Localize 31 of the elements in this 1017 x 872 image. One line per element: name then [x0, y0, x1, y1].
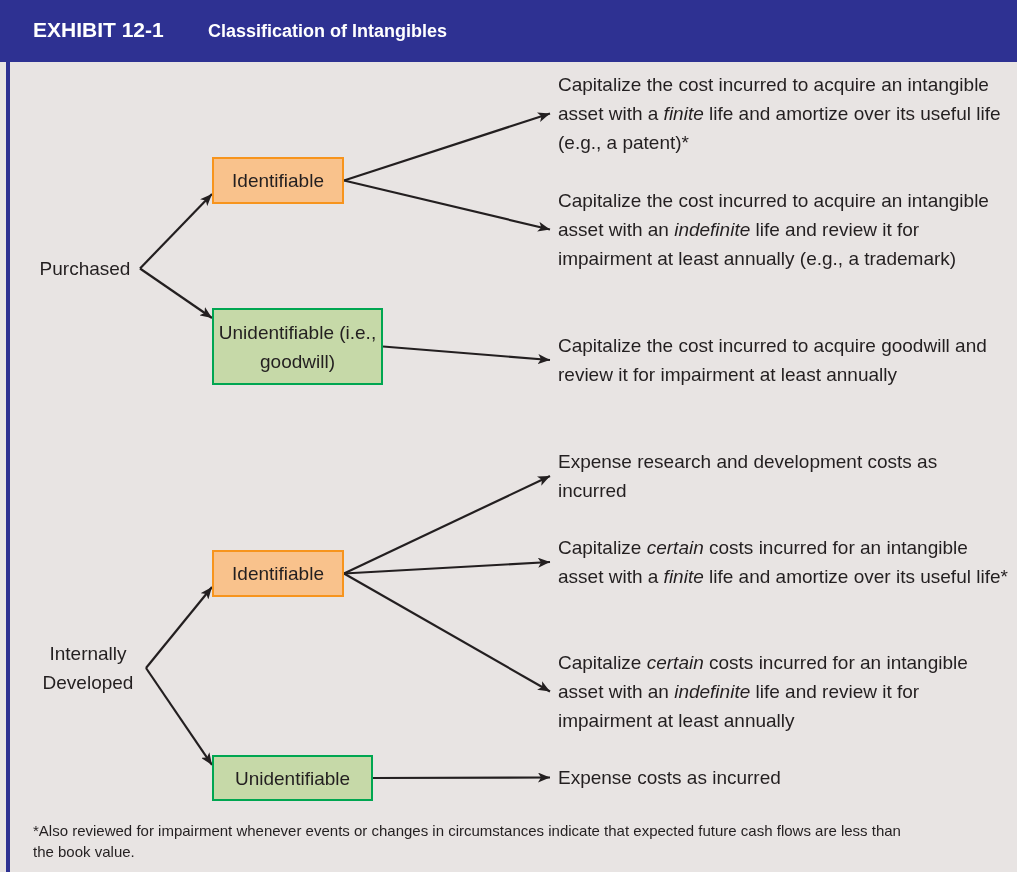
arrow — [139, 267, 213, 319]
category-box — [212, 308, 383, 385]
box-label: Identifiable — [232, 169, 324, 193]
arrow — [145, 586, 213, 669]
arrow — [343, 557, 551, 575]
box-label: Unidentifiable (i.e., goodwill) — [217, 320, 378, 374]
treatment-text: Expense costs as incurred — [550, 763, 1010, 792]
treatment-text: Capitalize certain costs incurred for an intangible asset with an indefinite life and review it for impairment at least annually — [550, 648, 1010, 735]
arrow — [373, 772, 550, 783]
branch-label: Internally Developed — [30, 639, 146, 697]
category-box — [212, 755, 373, 801]
arrow — [343, 475, 551, 575]
treatment-text: Capitalize the cost incurred to acquire goodwill and review it for impairment at least annually — [550, 331, 1010, 389]
arrow — [343, 112, 551, 182]
category-box — [212, 550, 344, 597]
title: Classification of Intangibles — [208, 21, 448, 42]
treatment-text: Capitalize certain costs incurred for an intangible asset with a finite life and amortize over its useful life* — [550, 533, 1010, 591]
footnote: *Also reviewed for impairment whenever events or changes in circumstances indicate that expected future cash flows are less than the book value. — [33, 821, 902, 862]
arrow — [382, 345, 551, 364]
box-label: Identifiable — [232, 562, 324, 586]
exhibit-number: EXHIBIT 12-1 — [33, 18, 164, 42]
arrow — [145, 667, 213, 766]
branch-label: Purchased — [30, 254, 140, 283]
arrow — [343, 179, 551, 232]
treatment-text: Capitalize the cost incurred to acquire an intangible asset with a finite life and amortize over its useful life (e.g., a patent)* — [550, 70, 1010, 157]
arrow — [139, 193, 213, 270]
arrow — [343, 572, 551, 693]
box-label: Unidentifiable — [234, 766, 351, 791]
treatment-text: Capitalize the cost incurred to acquire an intangible asset with an indefinite life and review it for impairment at least annually (e.g., a trademark) — [550, 186, 1010, 273]
category-box — [212, 157, 344, 204]
treatment-text: Expense research and development costs as incurred — [550, 447, 1010, 505]
